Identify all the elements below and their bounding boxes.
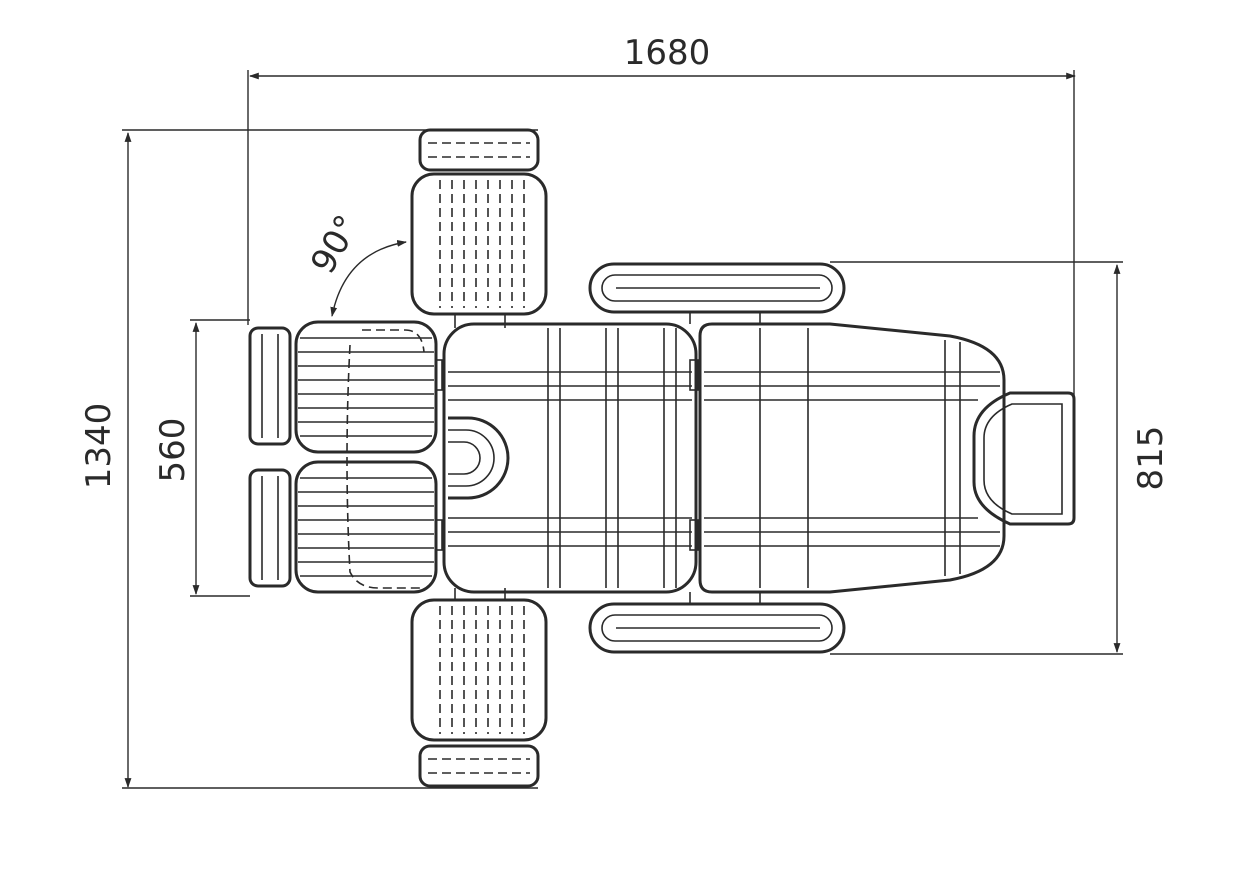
upper-leg-rotated	[410, 128, 548, 328]
foot-pads	[248, 326, 292, 588]
dimension-armrest-span	[830, 261, 1123, 655]
lower-leg-rotated	[410, 588, 548, 788]
seat-cushion	[442, 322, 699, 594]
label-overall-length: 1680	[624, 33, 711, 73]
label-footrest-width: 560	[153, 418, 193, 483]
dimension-overall-length	[247, 70, 1076, 395]
rotation-angle-arc	[330, 240, 407, 317]
leg-cushions	[294, 320, 443, 594]
label-rotation-angle: 90°	[303, 208, 368, 280]
backrest	[698, 322, 1006, 594]
headrest	[972, 391, 1076, 526]
dimension-footrest-width	[190, 319, 250, 597]
armrest-top	[588, 262, 846, 324]
label-overall-width: 1340	[79, 403, 119, 490]
armrest-bottom	[588, 592, 846, 654]
label-armrest-span: 815	[1131, 426, 1171, 491]
